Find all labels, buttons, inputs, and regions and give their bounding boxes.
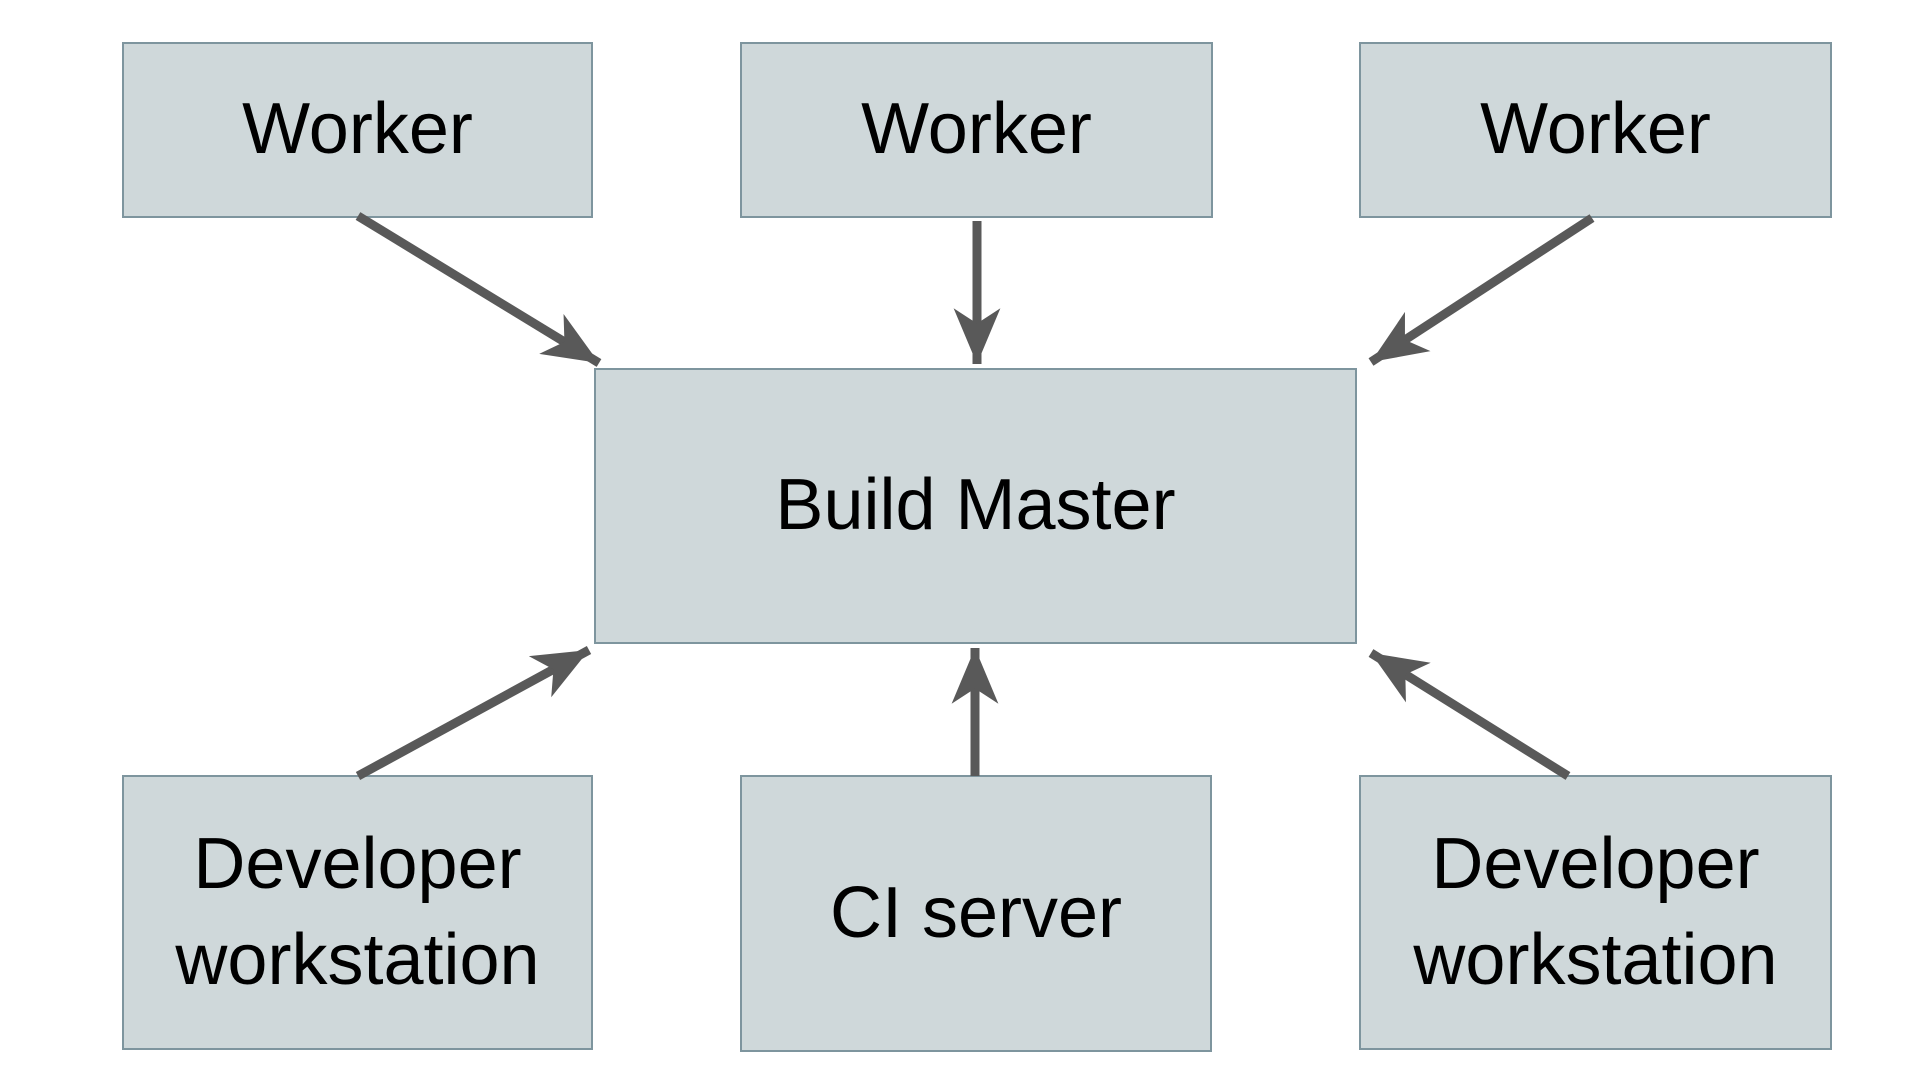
edge-worker3-to-buildmaster	[1368, 214, 1595, 366]
node-build-master-label: Build Master	[775, 465, 1176, 546]
node-developer-workstation-left: Developer workstation	[122, 775, 593, 1050]
node-worker-1: Worker	[122, 42, 593, 218]
node-worker-3: Worker	[1359, 42, 1832, 218]
node-ci-server-label: CI server	[829, 872, 1123, 953]
edge-devright-to-buildmaster	[1368, 649, 1571, 780]
node-worker-3-label: Worker	[1480, 89, 1711, 170]
node-worker-2-label: Worker	[861, 89, 1092, 170]
node-worker-2: Worker	[740, 42, 1213, 218]
node-developer-workstation-right: Developer workstation	[1359, 775, 1832, 1050]
edge-worker1-to-buildmaster	[355, 212, 602, 367]
node-ci-server: CI server	[740, 775, 1212, 1052]
edge-devleft-to-buildmaster	[355, 646, 592, 780]
node-build-master: Build Master	[594, 368, 1357, 644]
node-developer-workstation-left-label: Developer workstation	[175, 824, 540, 1000]
node-worker-1-label: Worker	[242, 89, 473, 170]
node-developer-workstation-right-label: Developer workstation	[1413, 824, 1778, 1000]
